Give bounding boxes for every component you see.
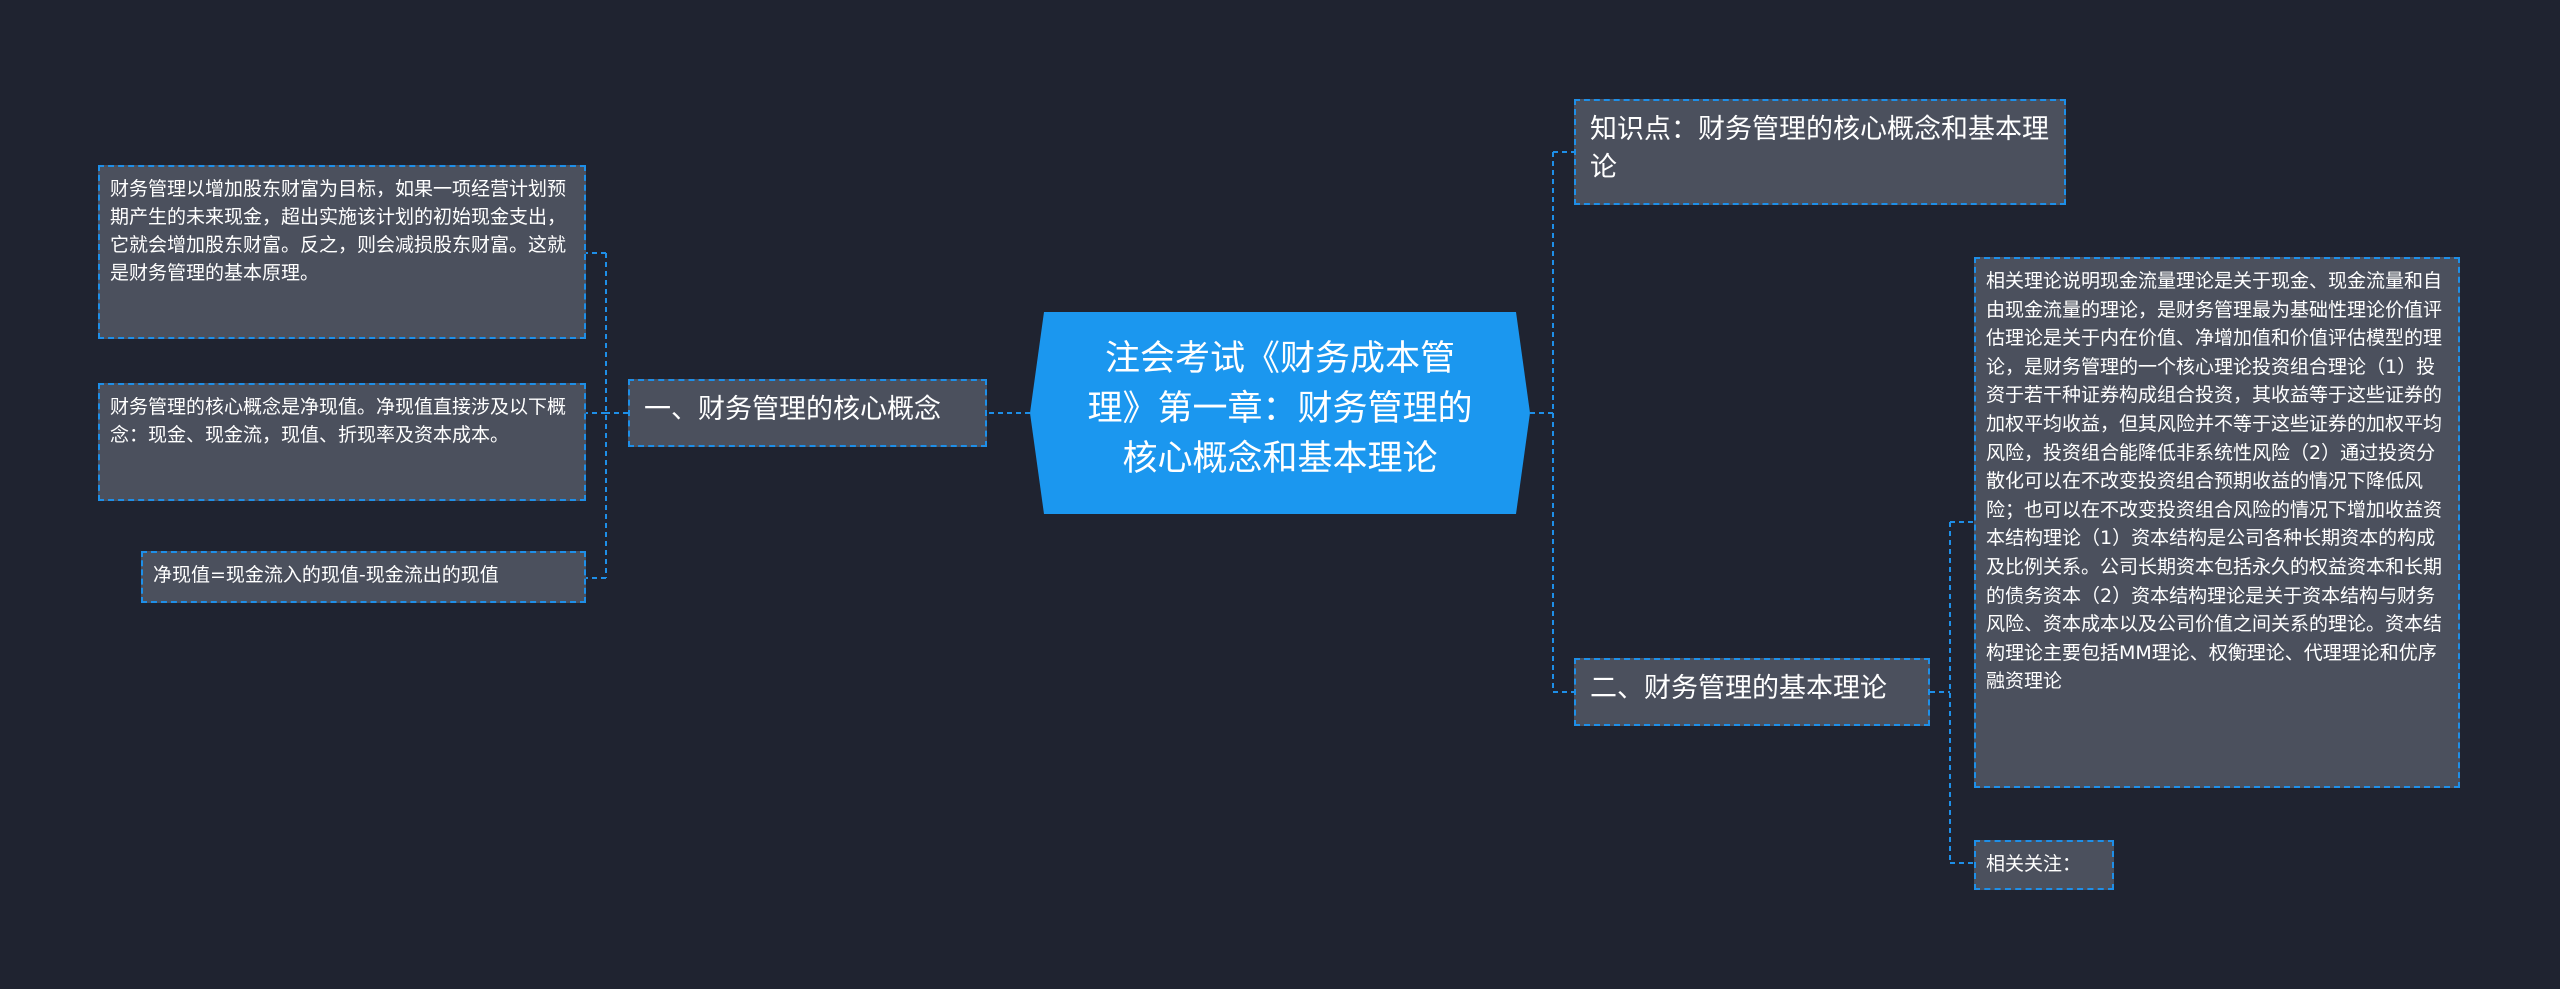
note-npv-formula-text: 净现值=现金流入的现值-现金流出的现值 — [153, 564, 499, 586]
branch-core-concepts[interactable]: 一、财务管理的核心概念 — [628, 379, 987, 447]
branch-core-concepts-label: 一、财务管理的核心概念 — [644, 394, 941, 425]
note-basic-principle[interactable]: 财务管理以增加股东财富为目标，如果一项经营计划预期产生的未来现金，超出实施该计划… — [98, 165, 586, 339]
note-related-attention-text: 相关关注： — [1986, 853, 2082, 875]
branch-basic-theory-label: 二、财务管理的基本理论 — [1590, 673, 1887, 704]
note-basic-principle-text: 财务管理以增加股东财富为目标，如果一项经营计划预期产生的未来现金，超出实施该计划… — [110, 178, 567, 284]
node-knowledge-point-label: 知识点：财务管理的核心概念和基本理论 — [1590, 114, 2049, 183]
branch-basic-theory[interactable]: 二、财务管理的基本理论 — [1574, 658, 1930, 726]
link-right-trunk — [1552, 151, 1574, 693]
central-topic-title: 注会考试《财务成本管理》第一章：财务管理的核心概念和基本理论 — [1087, 339, 1473, 479]
note-related-theories[interactable]: 相关理论说明现金流量理论是关于现金、现金流量和自由现金流量的理论，是财务管理最为… — [1974, 257, 2460, 788]
note-npv-formula[interactable]: 净现值=现金流入的现值-现金流出的现值 — [141, 551, 586, 603]
central-topic[interactable]: 注会考试《财务成本管理》第一章：财务管理的核心概念和基本理论 — [1030, 312, 1530, 514]
central-topic-shape — [1030, 312, 1530, 514]
link-right-children — [1930, 521, 1974, 864]
node-knowledge-point[interactable]: 知识点：财务管理的核心概念和基本理论 — [1574, 99, 2066, 205]
note-npv-concept[interactable]: 财务管理的核心概念是净现值。净现值直接涉及以下概念：现金、现金流，现值、折现率及… — [98, 383, 586, 501]
note-related-attention[interactable]: 相关关注： — [1974, 840, 2114, 890]
note-related-theories-text: 相关理论说明现金流量理论是关于现金、现金流量和自由现金流量的理论，是财务管理最为… — [1986, 270, 2443, 693]
link-left-children — [586, 252, 628, 579]
note-npv-concept-text: 财务管理的核心概念是净现值。净现值直接涉及以下概念：现金、现金流，现值、折现率及… — [110, 396, 567, 446]
